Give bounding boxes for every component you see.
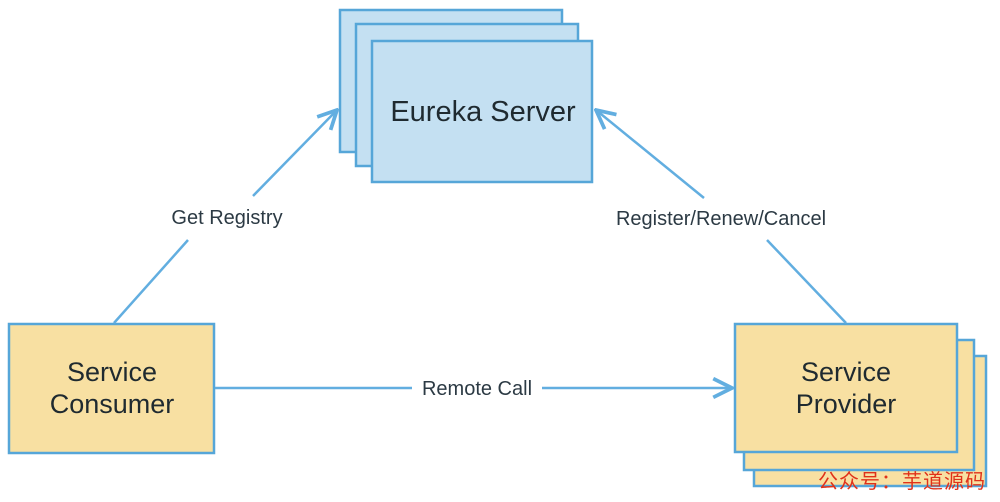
service-provider-label-line2: Provider bbox=[796, 389, 897, 419]
service-consumer-label-line1: Service bbox=[67, 357, 157, 387]
service-provider-label-line1: Service bbox=[801, 357, 891, 387]
get-registry-label: Get Registry bbox=[171, 207, 282, 229]
service-consumer-label-line2: Consumer bbox=[50, 389, 175, 419]
eureka-server-node: Eureka Server bbox=[338, 8, 594, 184]
service-provider-stack-front bbox=[733, 322, 959, 454]
register-arrow-lower bbox=[766, 239, 847, 324]
eureka-server-label: Eureka Server bbox=[390, 96, 576, 128]
service-provider-node: Service Provider bbox=[733, 322, 988, 488]
service-consumer-node: Service Consumer bbox=[7, 322, 216, 455]
register-renew-cancel-label: Register/Renew/Cancel bbox=[616, 208, 826, 230]
register-renew-cancel-edge: Register/Renew/Cancel bbox=[596, 110, 847, 324]
watermark-text: 公众号：芋道源码 bbox=[818, 469, 986, 493]
eureka-server-stack-front bbox=[370, 39, 594, 184]
service-consumer-box bbox=[7, 322, 216, 455]
register-arrow-upper bbox=[596, 110, 705, 199]
get-registry-arrow-upper bbox=[252, 110, 337, 197]
remote-call-label: Remote Call bbox=[422, 378, 532, 400]
get-registry-arrow-lower bbox=[113, 239, 189, 324]
get-registry-edge: Get Registry bbox=[113, 110, 337, 324]
remote-call-edge: Remote Call bbox=[215, 378, 732, 400]
